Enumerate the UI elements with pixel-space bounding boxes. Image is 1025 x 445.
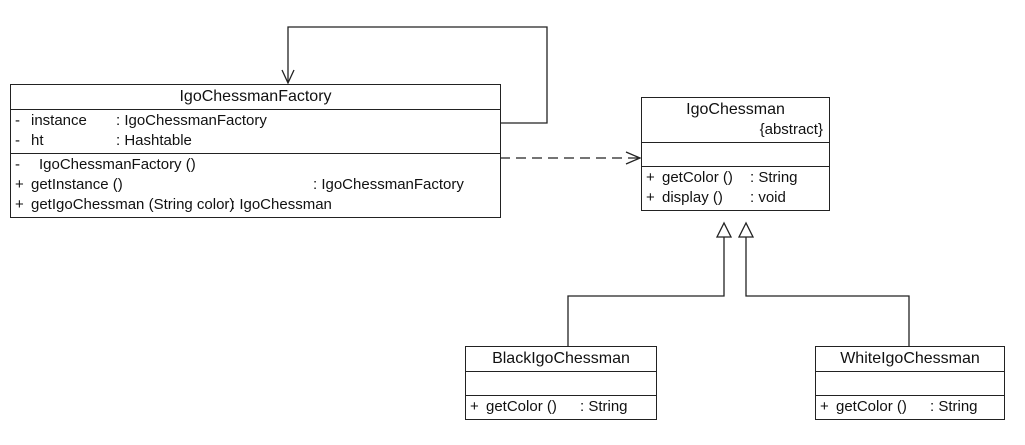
attribute-name: ht <box>31 132 44 149</box>
class-black-igo-chessman[interactable]: BlackIgoChessman + getColor () : String <box>465 346 657 420</box>
visibility-marker: - <box>15 132 20 149</box>
generalization-arrowhead-white <box>737 221 755 238</box>
operations-compartment: + getColor () : String <box>466 396 656 419</box>
operation-get-igo-chessman: + getIgoChessman (String color) : IgoChe… <box>15 195 496 215</box>
class-name: BlackIgoChessman <box>466 347 656 372</box>
operation-get-instance: + getInstance () : IgoChessmanFactory <box>15 175 496 195</box>
generalization-line-black <box>567 237 725 347</box>
attribute-type: : IgoChessmanFactory <box>116 112 267 129</box>
generalization-line-white <box>745 237 910 347</box>
visibility-marker: + <box>15 196 24 213</box>
class-white-igo-chessman[interactable]: WhiteIgoChessman + getColor () : String <box>815 346 1005 420</box>
visibility-marker: + <box>15 176 24 193</box>
operation-name: getColor () <box>486 398 557 415</box>
attributes-compartment <box>642 143 829 167</box>
visibility-marker: - <box>15 112 20 129</box>
visibility-marker: + <box>470 398 479 415</box>
operation-name: getColor () <box>836 398 907 415</box>
operation-name: getInstance () <box>31 176 123 193</box>
operations-compartment: - IgoChessmanFactory () + getInstance ()… <box>11 154 500 217</box>
attribute-ht: - ht : Hashtable <box>15 131 496 151</box>
self-association-arrowhead <box>281 69 295 85</box>
operation-return-type: : String <box>930 398 978 415</box>
attributes-compartment <box>466 372 656 396</box>
class-name: IgoChessman <box>686 101 785 118</box>
generalization-arrowhead-black <box>715 221 733 238</box>
visibility-marker: + <box>820 398 829 415</box>
operation-name: getColor () <box>662 169 733 186</box>
operation-return-type: : void <box>750 189 786 206</box>
operation-constructor: - IgoChessmanFactory () <box>15 155 496 175</box>
attribute-name: instance <box>31 112 87 129</box>
attributes-compartment: - instance : IgoChessmanFactory - ht : H… <box>11 110 500 154</box>
class-igo-chessman[interactable]: IgoChessman {abstract} + getColor () : S… <box>641 97 830 211</box>
class-name: WhiteIgoChessman <box>816 347 1004 372</box>
operations-compartment: + getColor () : String + display () : vo… <box>642 167 829 210</box>
attributes-compartment <box>816 372 1004 396</box>
class-name: IgoChessmanFactory <box>11 85 500 110</box>
operation-get-color: + getColor () : String <box>646 168 825 188</box>
operation-name: IgoChessmanFactory () <box>39 156 196 173</box>
operation-get-color: + getColor () : String <box>820 397 1000 417</box>
operation-name: display () <box>662 189 723 206</box>
attribute-instance: - instance : IgoChessmanFactory <box>15 111 496 131</box>
self-association-line <box>287 26 548 124</box>
class-igo-chessman-factory[interactable]: IgoChessmanFactory - instance : IgoChess… <box>10 84 501 218</box>
visibility-marker: - <box>15 156 20 173</box>
operation-return-type: : IgoChessman <box>231 196 332 213</box>
attribute-type: : Hashtable <box>116 132 192 149</box>
visibility-marker: + <box>646 169 655 186</box>
operation-return-type: : String <box>580 398 628 415</box>
operation-return-type: : IgoChessmanFactory <box>313 176 464 193</box>
operations-compartment: + getColor () : String <box>816 396 1004 419</box>
operation-name: getIgoChessman (String color) <box>31 196 235 213</box>
operation-return-type: : String <box>750 169 798 186</box>
abstract-stereotype: {abstract} <box>759 121 823 138</box>
visibility-marker: + <box>646 189 655 206</box>
operation-display: + display () : void <box>646 188 825 208</box>
dependency-arrowhead <box>625 151 642 165</box>
class-name-block: IgoChessman {abstract} <box>642 98 829 143</box>
operation-get-color: + getColor () : String <box>470 397 652 417</box>
